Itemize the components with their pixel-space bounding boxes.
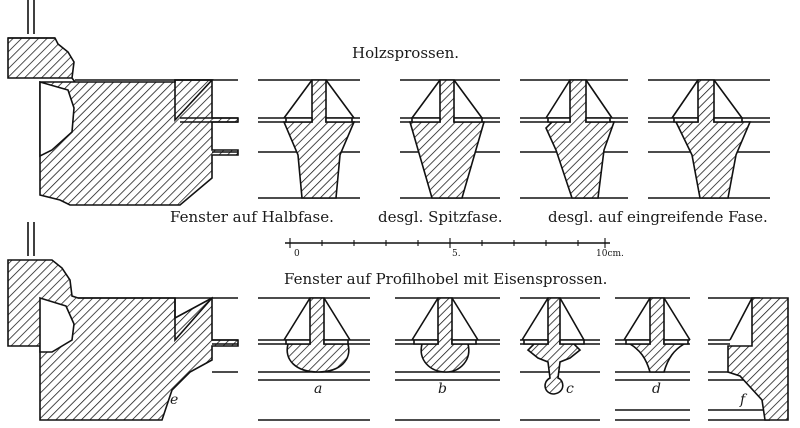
frame-section-bottom: [7, 222, 239, 421]
eisensprosse-b: [411, 297, 479, 373]
section-f: [727, 297, 789, 421]
scale-tick-10: 10cm.: [596, 249, 624, 259]
scale-tick-0: 0: [294, 249, 300, 259]
title-eisensprossen: Fenster auf Profilhobel mit Eisensprosse…: [284, 270, 607, 288]
sprosse-halbfase: [282, 79, 356, 199]
frame-section-top: [7, 0, 239, 206]
eisensprosse-a: [283, 297, 351, 373]
caption-spitzfase: desgl. Spitzfase.: [378, 208, 503, 226]
scale-bar: 0 5. 10cm.: [285, 238, 624, 259]
eisensprosse-c: [521, 297, 585, 395]
figure-label-e: e: [170, 392, 178, 408]
caption-halbfase: Fenster auf Halbfase.: [170, 208, 334, 226]
scale-tick-5: 5.: [452, 249, 461, 259]
figure-label-a: a: [314, 381, 322, 397]
title-holzsprossen: Holzsprossen.: [352, 44, 459, 62]
sprosse-spitzfase: [408, 79, 486, 199]
eisensprosse-d: [623, 297, 691, 373]
sprosse-eingreifende-fase-1: [545, 79, 616, 199]
figure-label-f: f: [739, 392, 748, 408]
caption-eingreifende-fase: desgl. auf eingreifende Fase.: [548, 208, 768, 226]
figure-label-c: c: [566, 381, 574, 397]
figure-label-d: d: [652, 381, 661, 397]
figure-label-b: b: [438, 381, 447, 397]
sprosse-eingreifende-fase-2: [671, 79, 752, 199]
